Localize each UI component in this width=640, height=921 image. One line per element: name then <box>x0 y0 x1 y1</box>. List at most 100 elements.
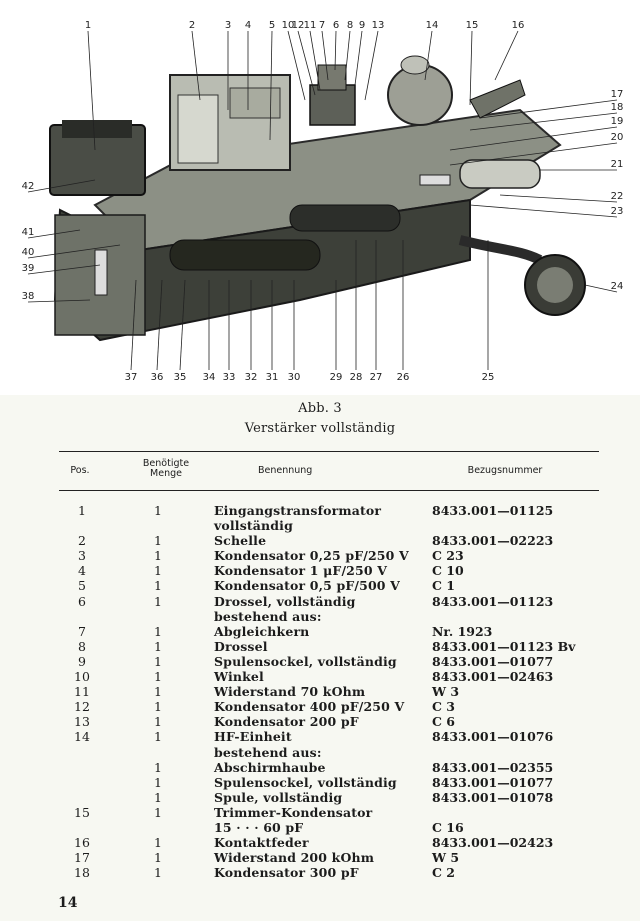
callout-label: 15 <box>466 20 479 31</box>
row-benennung: Abgleichkern <box>214 623 310 639</box>
callout-label: 20 <box>611 132 624 143</box>
callout-label: 3 <box>225 20 231 31</box>
row-menge: 1 <box>154 548 162 564</box>
table-row: bestehend aus: <box>0 609 640 624</box>
leader-line <box>364 30 379 101</box>
callout-label: 35 <box>174 372 187 383</box>
row-bezugsnummer: C 16 <box>432 819 464 835</box>
leader-line <box>469 30 473 106</box>
row-pos: 7 <box>78 623 86 639</box>
callout-label: 34 <box>203 372 216 383</box>
row-menge: 1 <box>154 804 162 820</box>
callout-label: 36 <box>151 372 164 383</box>
row-bezugsnummer: 8433.001—01076 <box>432 729 554 745</box>
callout-label: 19 <box>611 116 624 127</box>
row-pos: 5 <box>78 578 86 594</box>
page-number: 14 <box>58 895 78 911</box>
row-benennung: Kondensator 200 pF <box>214 714 359 730</box>
row-menge: 1 <box>154 503 162 518</box>
row-benennung: bestehend aus: <box>214 608 322 624</box>
callout-label: 5 <box>269 20 275 31</box>
leader-line <box>469 204 618 218</box>
callout-label: 33 <box>223 372 236 383</box>
leader-line <box>287 30 306 101</box>
callout-label: 17 <box>611 89 624 100</box>
leader-line <box>156 279 163 371</box>
row-bezugsnummer: 8433.001—01123 Bv <box>432 638 576 654</box>
row-benennung: vollständig <box>214 518 293 534</box>
callout-label: 30 <box>288 372 301 383</box>
callout-label: 22 <box>611 191 624 202</box>
leader-line <box>449 126 618 151</box>
table-row: vollständig <box>0 518 640 533</box>
row-pos: 15 <box>74 804 90 820</box>
row-menge: 1 <box>154 533 162 549</box>
leader-line <box>191 30 201 101</box>
figure-caption-label: Abb. 3 <box>298 401 342 416</box>
callout-label: 21 <box>611 159 624 170</box>
row-bezugsnummer: 8433.001—01078 <box>432 789 554 805</box>
leader-line <box>27 229 81 239</box>
capacitor-cylinder-3 <box>169 239 321 271</box>
callout-label: 24 <box>611 281 624 292</box>
callout-label: 39 <box>22 263 35 274</box>
callout-label: 26 <box>397 372 410 383</box>
row-benennung: Drossel <box>214 638 268 654</box>
table-top-rule <box>59 451 599 452</box>
row-pos: 6 <box>78 593 86 609</box>
row-menge: 1 <box>154 789 162 805</box>
row-menge: 1 <box>154 563 162 579</box>
row-bezugsnummer: C 10 <box>432 563 464 579</box>
row-bezugsnummer: 8433.001—01077 <box>432 774 554 790</box>
leader-line <box>27 244 121 259</box>
row-benennung: Kondensator 300 pF <box>214 865 359 881</box>
leader-line <box>479 99 618 119</box>
callout-label: 41 <box>22 227 35 238</box>
row-menge: 1 <box>154 578 162 594</box>
row-pos: 16 <box>74 835 90 851</box>
row-bezugsnummer: 8433.001—02355 <box>432 759 554 775</box>
callout-label: 32 <box>245 372 258 383</box>
callout-label: 11 <box>304 20 317 31</box>
row-benennung: HF-Einheit <box>214 729 292 745</box>
row-bezugsnummer: 8433.001—01123 <box>432 593 554 609</box>
leader-line <box>449 142 618 166</box>
row-menge: 1 <box>154 714 162 730</box>
leader-line <box>424 30 433 81</box>
cable <box>458 235 543 265</box>
row-pos: 9 <box>78 653 86 669</box>
leader-line <box>309 30 321 91</box>
callout-label: 31 <box>266 372 279 383</box>
row-benennung: Widerstand 70 kOhm <box>214 684 366 700</box>
row-benennung: Schelle <box>214 533 267 549</box>
row-bezugsnummer: C 3 <box>432 699 455 715</box>
row-pos: 11 <box>74 684 90 700</box>
leader-line <box>334 30 337 71</box>
row-pos: 14 <box>74 729 90 745</box>
leader-line <box>584 284 618 293</box>
row-bezugsnummer: C 23 <box>432 548 464 564</box>
row-benennung: Kontaktfeder <box>214 835 309 851</box>
callout-label: 27 <box>370 372 383 383</box>
leader-line <box>87 30 96 151</box>
header-pos: Pos. <box>70 465 90 476</box>
row-menge: 1 <box>154 850 162 866</box>
leader-line <box>27 264 101 275</box>
row-pos: 8 <box>78 638 86 654</box>
row-benennung: Kondensator 0,5 pF/500 V <box>214 578 401 594</box>
row-pos: 10 <box>74 669 90 685</box>
